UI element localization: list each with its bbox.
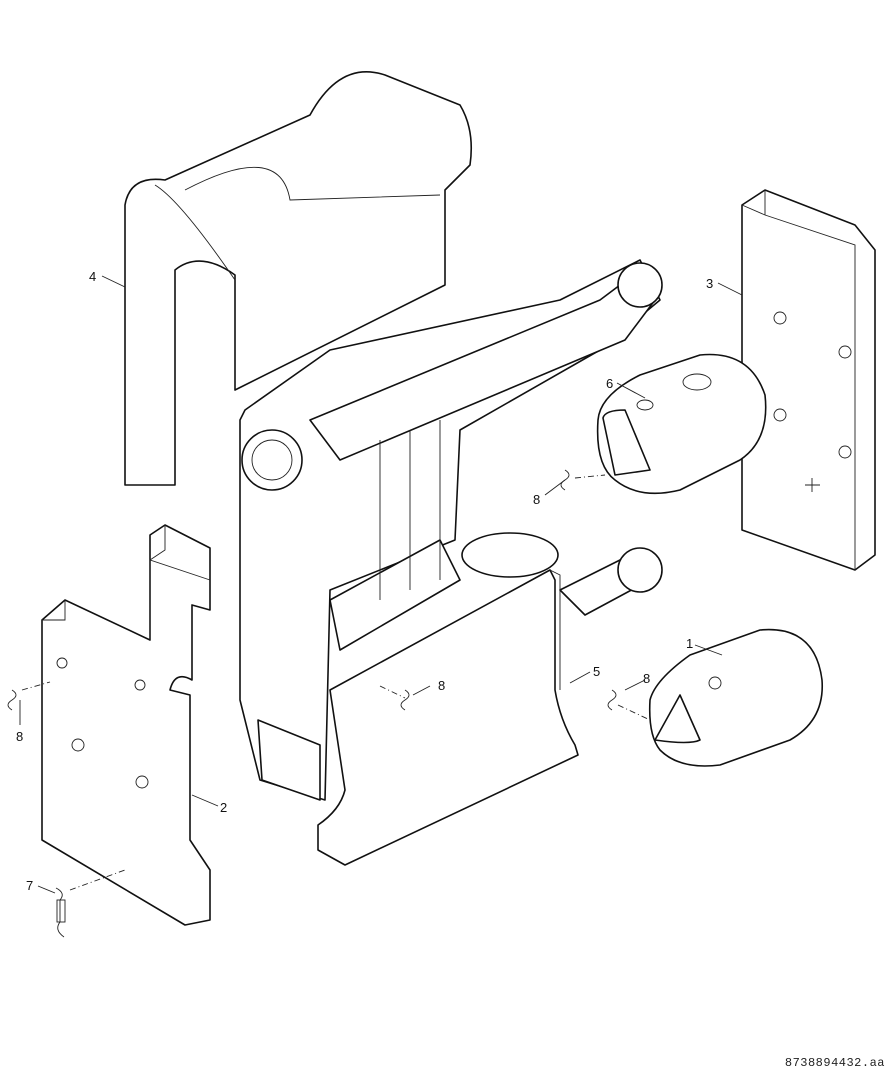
label-3: 3 — [706, 276, 713, 291]
part-5-front-insulation — [317, 569, 579, 866]
label-6: 6 — [606, 376, 613, 391]
leader-lines — [19, 275, 743, 894]
label-4: 4 — [89, 269, 96, 284]
label-7: 7 — [26, 878, 33, 893]
label-8-b: 8 — [438, 678, 445, 693]
label-8-d: 8 — [16, 729, 23, 744]
label-5: 5 — [593, 664, 600, 679]
drawing-code: 8738894432.aa — [784, 1056, 885, 1070]
part-2-left-panel — [41, 524, 211, 926]
label-1: 1 — [686, 636, 693, 651]
clip-icons — [7, 469, 651, 938]
heat-exchanger-block — [239, 259, 663, 801]
part-4-top-insulation — [124, 71, 473, 486]
part-1-insulation-sleeve — [648, 628, 823, 767]
label-8-a: 8 — [533, 492, 540, 507]
part-6-insulation-sleeve — [596, 353, 767, 495]
label-2: 2 — [220, 800, 227, 815]
label-8-c: 8 — [643, 671, 650, 686]
part-3-right-panel — [741, 189, 876, 571]
